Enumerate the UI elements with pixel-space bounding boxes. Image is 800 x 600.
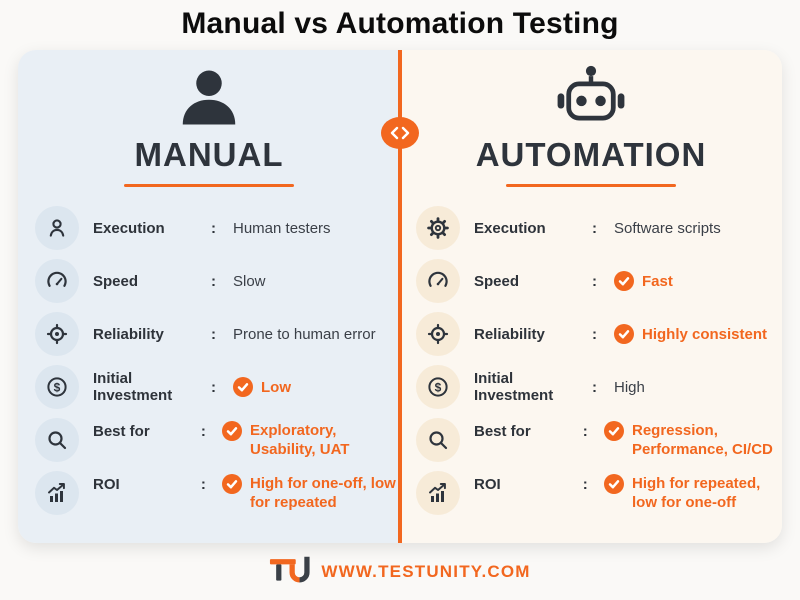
table-row: Execution : Human testers xyxy=(35,206,400,250)
row-label: ROI xyxy=(474,475,501,493)
table-row: Reliability : Highly consistent xyxy=(416,312,782,356)
row-value: Low xyxy=(261,378,291,396)
automation-heading: AUTOMATION xyxy=(475,136,707,173)
table-row: ROI : High for repeated, low for one-off xyxy=(416,471,782,515)
comparison-board: MANUAL Execution : Human testers xyxy=(18,50,782,543)
dollar-icon: $ xyxy=(35,365,79,409)
row-colon: : xyxy=(582,475,588,493)
automation-panel: AUTOMATION Exec xyxy=(400,50,782,543)
table-row: $ Initial Investment : Low xyxy=(35,365,400,409)
check-icon xyxy=(614,324,634,344)
chart-growth-icon xyxy=(416,471,460,515)
row-value: High for repeated, low for one-off xyxy=(632,475,761,511)
row-colon: : xyxy=(211,325,216,343)
row-colon: : xyxy=(200,422,206,440)
gear-icon xyxy=(416,206,460,250)
row-label: Execution xyxy=(474,219,546,237)
row-colon: : xyxy=(592,378,597,396)
table-row: Speed : Fast xyxy=(416,259,782,303)
manual-rows: Execution : Human testers Speed : Slow xyxy=(18,206,400,515)
row-label: Speed xyxy=(474,272,520,290)
svg-text:$: $ xyxy=(54,380,61,394)
dollar-icon: $ xyxy=(416,365,460,409)
row-label: Best for xyxy=(93,422,150,440)
row-value: Prone to human error xyxy=(233,325,376,343)
row-value: Regression, Performance, CI/CD xyxy=(632,422,773,458)
row-value: Fast xyxy=(642,272,673,290)
person-icon xyxy=(173,62,245,136)
table-row: Best for : Exploratory, Usability, UAT xyxy=(35,418,400,462)
manual-underline xyxy=(124,184,294,187)
robot-icon xyxy=(552,62,630,136)
target-icon xyxy=(416,312,460,356)
table-row: Speed : Slow xyxy=(35,259,400,303)
table-row: Execution : Software scripts xyxy=(416,206,782,250)
automation-underline xyxy=(506,184,676,187)
row-value: Highly consistent xyxy=(642,325,768,343)
row-value: Human testers xyxy=(233,219,331,237)
footer-url-link[interactable]: WWW.TESTUNITY.COM xyxy=(321,561,531,581)
row-value: Software scripts xyxy=(614,219,721,237)
check-icon xyxy=(233,377,253,397)
row-value: Slow xyxy=(233,272,266,290)
check-icon xyxy=(614,271,634,291)
code-arrows-icon xyxy=(381,117,419,149)
speedometer-icon xyxy=(416,259,460,303)
automation-panel-head: AUTOMATION xyxy=(400,62,782,187)
speedometer-icon xyxy=(35,259,79,303)
svg-text:$: $ xyxy=(435,380,442,394)
page-title: Manual vs Automation Testing xyxy=(181,7,619,40)
footer: WWW.TESTUNITY.COM xyxy=(0,556,800,587)
row-value: High for one-off, low for repeated xyxy=(250,475,396,511)
magnifier-icon xyxy=(416,418,460,462)
row-colon: : xyxy=(211,378,216,396)
row-value: High xyxy=(614,378,645,396)
row-colon: : xyxy=(211,219,216,237)
chart-growth-icon xyxy=(35,471,79,515)
automation-rows: Execution : Software scripts Speed : xyxy=(400,206,782,515)
row-label: ROI xyxy=(93,475,120,493)
check-icon xyxy=(604,474,624,494)
check-icon xyxy=(604,421,624,441)
row-colon: : xyxy=(200,475,206,493)
table-row: Reliability : Prone to human error xyxy=(35,312,400,356)
row-colon: : xyxy=(592,219,597,237)
check-icon xyxy=(222,474,242,494)
row-value: Exploratory, Usability, UAT xyxy=(250,422,350,458)
testunity-logo xyxy=(269,556,311,587)
target-icon xyxy=(35,312,79,356)
row-colon: : xyxy=(592,272,597,290)
table-row: $ Initial Investment : High xyxy=(416,365,782,409)
table-row: Best for : Regression, Performance, CI/C… xyxy=(416,418,782,462)
row-colon: : xyxy=(592,325,597,343)
row-label: Speed xyxy=(93,272,139,290)
row-label: Reliability xyxy=(474,325,545,343)
manual-heading: MANUAL xyxy=(134,136,284,173)
row-label: Initial Investment xyxy=(474,370,554,404)
row-colon: : xyxy=(582,422,588,440)
row-colon: : xyxy=(211,272,216,290)
row-label: Initial Investment xyxy=(93,370,173,404)
check-icon xyxy=(222,421,242,441)
magnifier-icon xyxy=(35,418,79,462)
row-label: Execution xyxy=(93,219,165,237)
manual-panel: MANUAL Execution : Human testers xyxy=(18,50,400,543)
row-label: Best for xyxy=(474,422,531,440)
row-label: Reliability xyxy=(93,325,164,343)
user-icon xyxy=(35,206,79,250)
table-row: ROI : High for one-off, low for repeated xyxy=(35,471,400,515)
panel-divider xyxy=(398,50,402,543)
manual-panel-head: MANUAL xyxy=(18,62,400,187)
